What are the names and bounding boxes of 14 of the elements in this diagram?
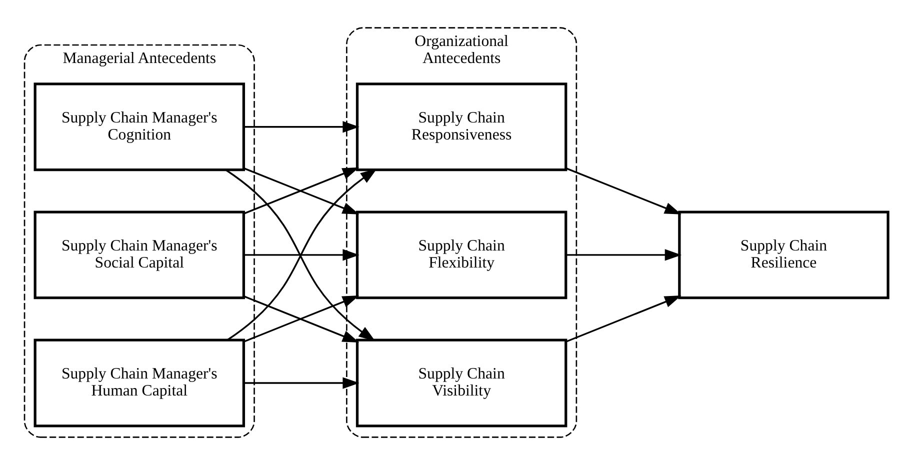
node-box: Supply Chain Manager's Social Capital <box>34 210 246 300</box>
arrow <box>244 167 360 214</box>
node-box: Supply Chain Resilience <box>678 210 890 300</box>
node-box: Supply Chain Manager's Human Capital <box>34 338 246 428</box>
node-box: Supply Chain Responsiveness <box>356 82 568 172</box>
arrow <box>566 295 682 342</box>
arrow <box>244 249 360 261</box>
node-box: Supply Chain Flexibility <box>356 210 568 300</box>
node-box: Supply Chain Manager's Cognition <box>34 82 246 172</box>
arrow <box>566 167 682 214</box>
arrow <box>566 249 682 261</box>
arrow <box>244 377 360 389</box>
node-box: Supply Chain Visibility <box>356 338 568 428</box>
arrow <box>244 121 360 133</box>
